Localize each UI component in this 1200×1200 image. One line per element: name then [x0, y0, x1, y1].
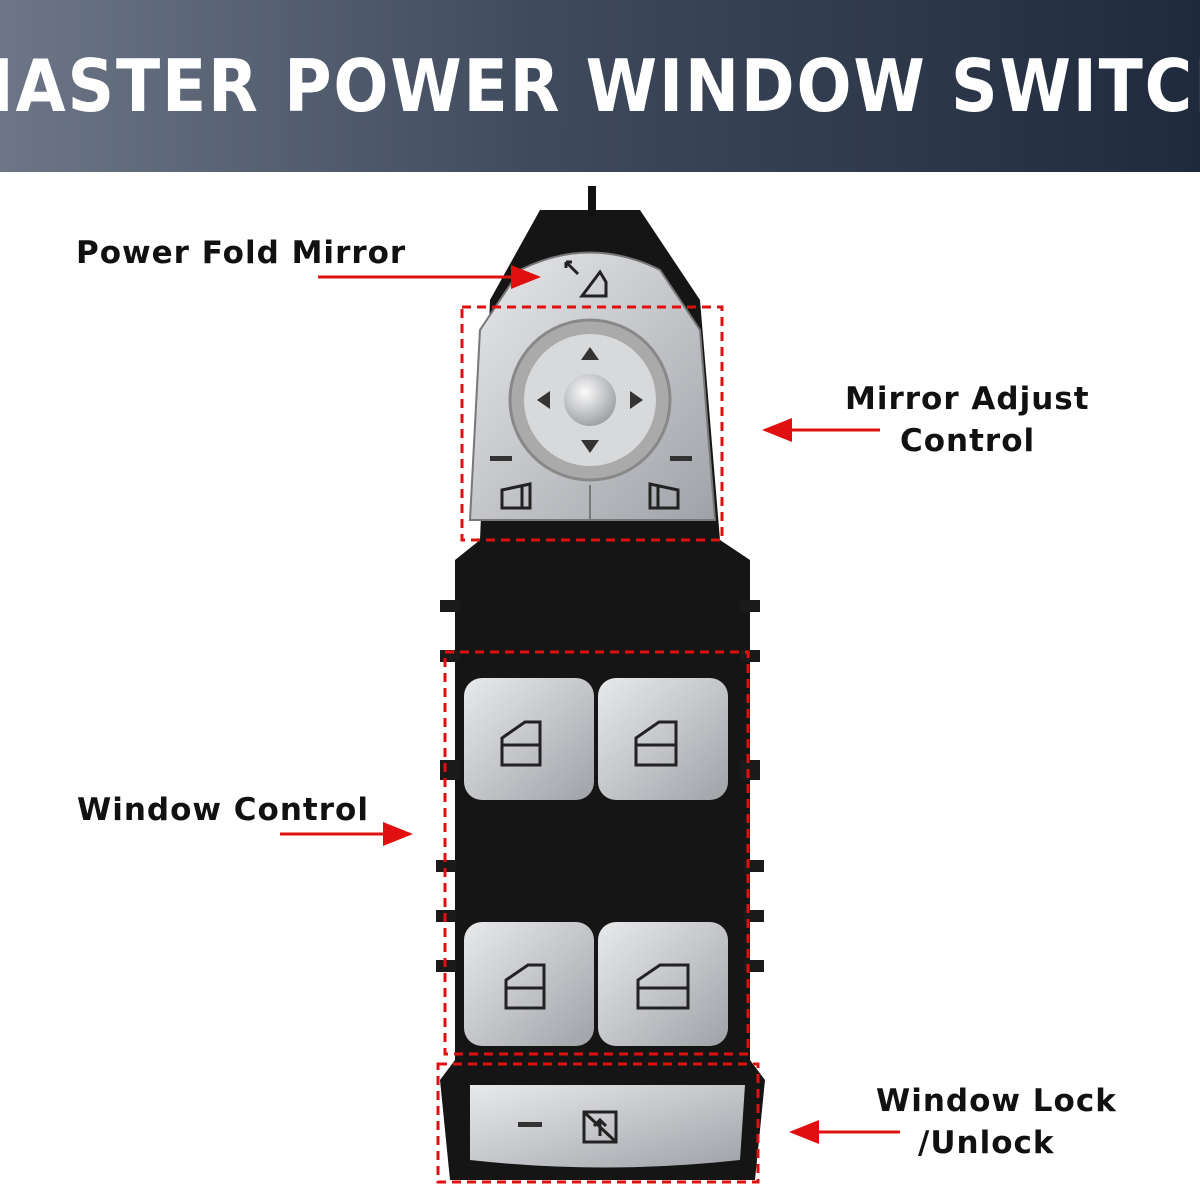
window-icon [504, 963, 546, 1010]
mirror-control-panel [468, 251, 717, 521]
mirror-adjust-label-line1: Mirror Adjust [845, 381, 1090, 417]
window-button-front-right[interactable] [598, 678, 728, 800]
window-lock-label-line1: Window Lock [876, 1083, 1117, 1119]
left-mirror-icon[interactable] [500, 482, 532, 510]
mirror-adjust-highlight [460, 305, 724, 542]
window-control-highlight [443, 650, 750, 1056]
window-icon [634, 720, 678, 767]
power-fold-mirror-label: Power Fold Mirror [76, 235, 407, 271]
title-banner: MASTER POWER WINDOW SWITCH [0, 0, 1200, 172]
window-buttons [464, 678, 728, 1046]
window-button-front-left[interactable] [464, 678, 594, 800]
power-fold-mirror-icon [564, 260, 608, 298]
window-lock-button[interactable] [470, 1085, 745, 1168]
direction-arrows-icon [537, 347, 643, 453]
page-title: MASTER POWER WINDOW SWITCH [0, 44, 1200, 128]
mirror-joystick-knob[interactable] [564, 374, 616, 426]
window-button-rear-left[interactable] [464, 922, 594, 1046]
window-icon [500, 720, 542, 767]
window-lock-highlight [436, 1062, 760, 1184]
window-button-rear-right[interactable] [598, 922, 728, 1046]
switch-diagram [280, 186, 900, 1184]
window-lock-icon [582, 1110, 618, 1144]
window-lock-label-line2: /Unlock [918, 1125, 1055, 1161]
window-icon [636, 963, 690, 1010]
window-control-label: Window Control [77, 792, 369, 828]
mirror-adjust-label-line2: Control [900, 423, 1036, 459]
right-mirror-icon[interactable] [648, 482, 680, 510]
